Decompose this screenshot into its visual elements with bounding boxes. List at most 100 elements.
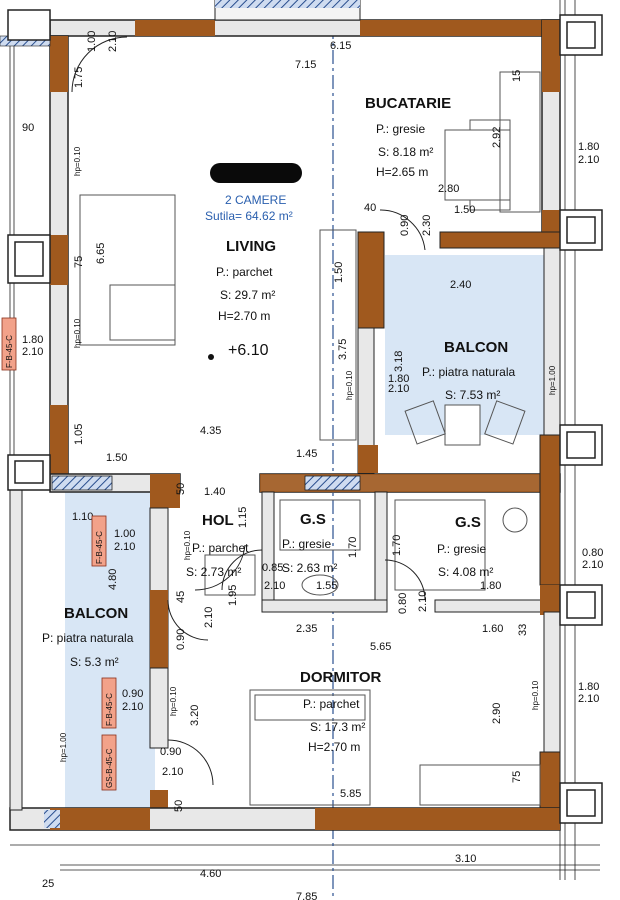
dim-label: 3.75 [337,339,349,360]
dim-label: 1.80 [480,580,501,592]
dim-label: 1.05 [73,424,85,445]
dim-label: hp=0.10 [183,530,192,560]
room-area: S: 29.7 m² [220,288,275,302]
dim-label: 5.85 [340,788,361,800]
dim-label: 1.45 [296,448,317,460]
room-balcon-right: BALCON P.: piatra naturala S: 7.53 m² [422,339,516,402]
dim-label: 0.90 [175,629,187,650]
room-hol: HOL P.: parchet S: 2.73 m² [186,512,249,579]
dim-label: 1.00 [86,31,98,52]
dim-label: 0.85 [262,562,283,574]
dim-label: 50 [175,483,187,495]
dim-label: 1.75 [73,67,85,88]
dim-label: 2.10 [162,766,183,778]
redaction-mark [210,163,302,183]
dim-label: hp=0.10 [531,680,540,710]
dim-label: 75 [73,256,85,268]
dim-label: 1.00 [114,528,135,540]
dim-label: 1.70 [391,535,403,556]
dim-label: 2.10 [388,383,409,395]
dim-label: 1.70 [347,537,359,558]
dim-label: 2.10 [122,701,143,713]
room-name: LIVING [226,238,276,255]
room-area: S: 8.18 m² [378,145,433,159]
pillar-stubs [7,9,603,824]
room-name: HOL [202,512,234,529]
dim-label: 4.60 [200,868,221,880]
dim-label: 2.40 [450,279,471,291]
dim-label: 15 [511,70,523,82]
dim-label: 90 [22,122,34,134]
fire-tag: F-B-45-C [5,335,14,368]
room-floor: P.: parchet [216,265,273,279]
dim-label: 2.10 [578,154,599,166]
room-floor: P.: gresie [437,542,486,556]
dim-label: 2.10 [264,580,285,592]
dim-label: 1.80 [22,334,43,346]
room-area: S: 5.3 m² [70,655,119,669]
apartment-area: Sutila= 64.62 m² [205,209,293,223]
dim-label: 1.50 [106,452,127,464]
dim-label: 2.10 [578,693,599,705]
room-height: H=2.70 m [308,740,360,754]
dim-label: 1.10 [72,511,93,523]
dim-label: 1.80 [578,141,599,153]
dim-label: 50 [173,800,185,812]
dim-label: 2.10 [417,591,429,612]
fire-tags: F-B-45-C F-B-45-C F-B-45-C GS-B-45-C [1,317,117,791]
walls [0,0,561,831]
dim-label: 1.80 [388,373,409,385]
dim-label: 0.90 [399,215,411,236]
dim-label: 6.65 [95,243,107,264]
room-name: BUCATARIE [365,95,451,112]
fire-tag: GS-B-45-C [105,748,114,788]
dim-label: 1.55 [316,580,337,592]
room-floor: P: piatra naturala [42,631,134,645]
room-floor: P.: parchet [303,697,360,711]
fire-tag: F-B-45-C [95,531,104,564]
room-floor: P.: gresie [282,537,331,551]
room-area: S: 2.73 m² [186,565,241,579]
dim-label: 1.60 [482,623,503,635]
dim-label: 2.30 [421,215,433,236]
dim-label: 0.90 [160,746,181,758]
room-height: H=2.65 m [376,165,428,179]
dim-label: 2.10 [107,31,119,52]
dim-label: 0.80 [397,593,409,614]
room-floor: P.: parchet [192,541,249,555]
room-name: BALCON [64,605,128,622]
room-gs2: G.S P.: gresie S: 4.08 m² [437,514,493,579]
dim-label: 2.90 [491,703,503,724]
doors [71,36,426,786]
apartment-summary: 2 CAMERE Sutila= 64.62 m² [205,163,302,223]
dim-label: hp=1.00 [59,732,68,762]
dim-label: 2.10 [114,541,135,553]
room-area: S: 7.53 m² [445,388,500,402]
room-name: DORMITOR [300,669,382,686]
dim-label: 1.95 [227,585,239,606]
dim-label: 6.15 [330,40,351,52]
room-area: S: 2.63 m² [282,561,337,575]
dim-label: 2.35 [296,623,317,635]
dim-label: 1.40 [204,486,225,498]
dim-label: 4.80 [107,569,119,590]
dim-label: 45 [175,591,187,603]
level-mark: +6.10 [228,342,269,359]
dim-label: 3.10 [455,853,476,865]
room-balcon-left: BALCON P: piatra naturala S: 5.3 m² [42,605,134,669]
dim-label: 7.15 [295,59,316,71]
dim-label: 7.85 [296,891,317,900]
fire-tag: F-B-45-C [105,693,114,726]
room-area: S: 17.3 m² [310,720,365,734]
dim-label: 40 [364,202,376,214]
room-name: G.S [455,514,481,531]
dim-label: 5.65 [370,641,391,653]
dim-label: 75 [511,771,523,783]
dim-label: 3.18 [393,351,405,372]
dimension-labels: 6.15 7.15 1.00 2.10 1.75 90 1.80 2.10 2.… [22,31,603,900]
dim-label: 2.10 [582,559,603,571]
dim-label: 3.20 [189,705,201,726]
dim-label: hp=0.10 [345,370,354,400]
apartment-type: 2 CAMERE [225,193,286,207]
